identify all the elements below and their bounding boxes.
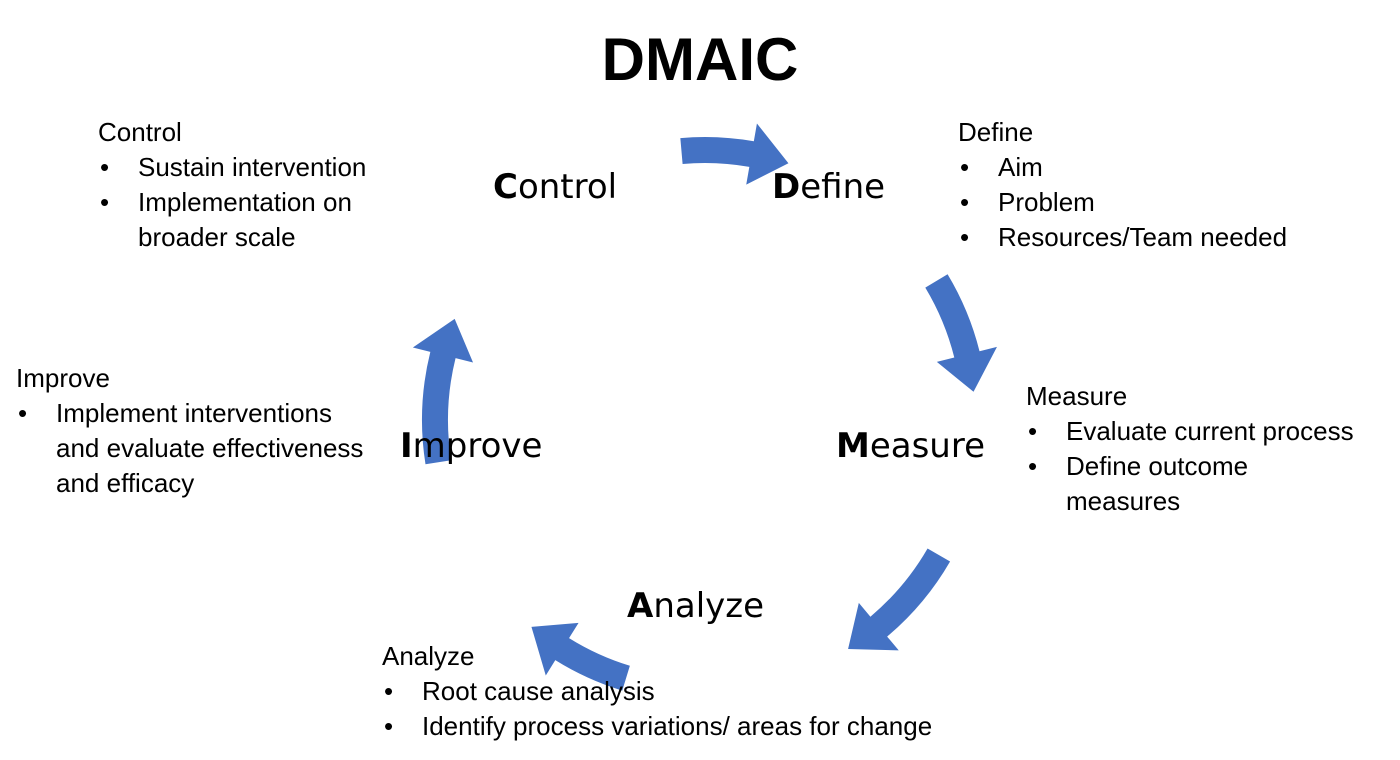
note-analyze-title: Analyze — [382, 641, 475, 671]
note-analyze-item: Root cause analysis — [382, 674, 1022, 709]
arrow-improve-to-control — [412, 318, 474, 465]
note-define-title: Define — [958, 117, 1034, 147]
note-analyze-list: Root cause analysis Identify process var… — [382, 674, 1022, 744]
stage-analyze: Analyze — [627, 586, 764, 626]
note-define-item: Problem — [958, 185, 1358, 220]
stage-improve: Improve — [400, 426, 542, 466]
stage-improve-initial: I — [400, 426, 413, 466]
arrow-control-to-define — [680, 123, 789, 185]
note-control-list: Sustain intervention Implementation on b… — [98, 150, 408, 255]
note-improve-list: Implement interventions and evaluate eff… — [16, 396, 376, 501]
diagram-title: DMAIC — [601, 26, 799, 93]
stage-measure-initial: M — [836, 426, 870, 466]
stage-measure-rest: easure — [869, 426, 986, 466]
arrow-group — [412, 123, 997, 691]
arrow-measure-to-analyze — [848, 548, 951, 651]
note-analyze: Analyze Root cause analysis Identify pro… — [382, 639, 1022, 744]
note-improve-title: Improve — [16, 363, 110, 393]
arrow-define-to-measure — [925, 274, 997, 392]
stage-define: Define — [772, 167, 885, 207]
note-define: Define Aim Problem Resources/Team needed — [958, 115, 1358, 255]
stage-analyze-rest: nalyze — [653, 586, 765, 626]
note-analyze-item: Identify process variations/ areas for c… — [382, 709, 1022, 744]
note-measure: Measure Evaluate current process Define … — [1026, 379, 1396, 519]
note-define-item: Aim — [958, 150, 1358, 185]
stage-control: Control — [493, 167, 617, 207]
note-improve: Improve Implement interventions and eval… — [16, 361, 376, 501]
stage-improve-rest: mprove — [412, 426, 543, 466]
note-measure-list: Evaluate current process Define outcome … — [1026, 414, 1396, 519]
note-measure-item: Define outcome measures — [1026, 449, 1311, 519]
stage-define-rest: efine — [800, 167, 886, 207]
stage-control-rest: ontrol — [517, 167, 618, 207]
note-define-list: Aim Problem Resources/Team needed — [958, 150, 1358, 255]
note-measure-item: Evaluate current process — [1026, 414, 1396, 449]
note-control: Control Sustain intervention Implementat… — [98, 115, 408, 255]
note-define-item: Resources/Team needed — [958, 220, 1358, 255]
note-improve-item: Implement interventions and evaluate eff… — [16, 396, 376, 501]
note-measure-title: Measure — [1026, 381, 1128, 411]
stage-analyze-initial: A — [627, 586, 654, 626]
note-control-item: Sustain intervention — [98, 150, 408, 185]
stage-measure: Measure — [836, 426, 985, 466]
note-control-title: Control — [98, 117, 182, 147]
note-control-item: Implementation on broader scale — [98, 185, 408, 255]
stage-define-initial: D — [772, 167, 801, 207]
stage-control-initial: C — [493, 167, 518, 207]
